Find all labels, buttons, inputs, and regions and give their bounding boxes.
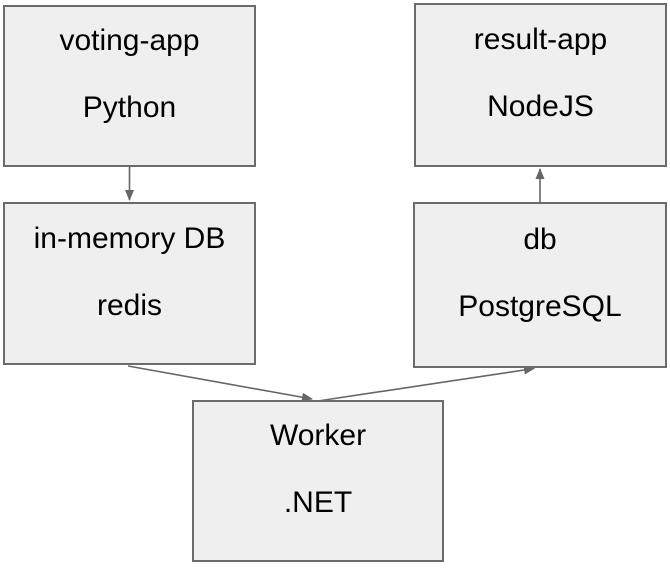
edge-worker-to-db	[317, 365, 535, 402]
node-worker: Worker .NET	[192, 400, 444, 562]
edge-in-memory-db-to-worker	[127, 365, 313, 402]
node-db: db PostgreSQL	[413, 202, 667, 368]
node-result-app-tech: NodeJS	[487, 90, 594, 123]
node-result-app-name: result-app	[473, 23, 608, 56]
node-db-tech: PostgreSQL	[458, 290, 622, 323]
node-in-memory-db: in-memory DB redis	[3, 202, 256, 365]
node-worker-name: Worker	[269, 419, 367, 452]
node-voting-app: voting-app Python	[3, 5, 256, 167]
node-voting-app-tech: Python	[82, 91, 177, 124]
node-worker-tech: .NET	[283, 486, 353, 519]
node-db-name: db	[523, 223, 557, 256]
node-in-memory-db-name: in-memory DB	[33, 221, 226, 255]
node-voting-app-name: voting-app	[59, 24, 200, 57]
node-result-app: result-app NodeJS	[414, 3, 667, 167]
node-in-memory-db-tech: redis	[96, 288, 163, 322]
